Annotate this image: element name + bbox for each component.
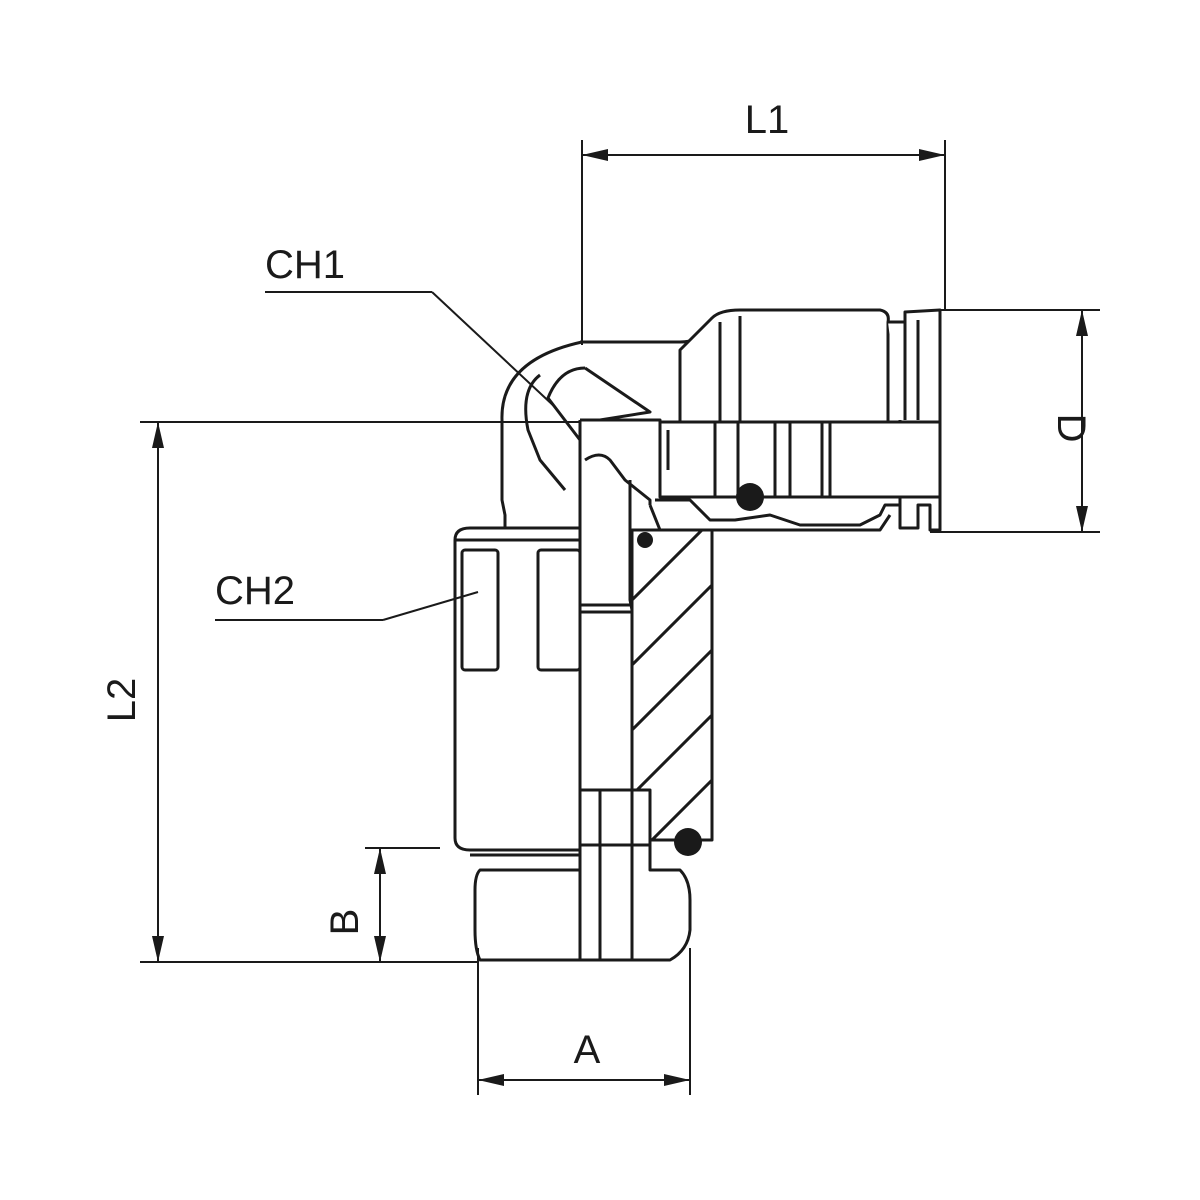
dimension-l2: L2 bbox=[100, 421, 580, 963]
hex-flat-2 bbox=[536, 548, 582, 672]
fitting-body bbox=[453, 308, 942, 962]
collet-body bbox=[678, 308, 890, 424]
bore bbox=[580, 418, 662, 425]
male-thread bbox=[473, 868, 582, 962]
label-ch1: CH1 bbox=[265, 243, 345, 287]
elbow-inner-curve bbox=[546, 366, 586, 442]
dimension-b: B bbox=[323, 847, 440, 962]
label-ch2: CH2 bbox=[215, 569, 295, 613]
leader-ch2: CH2 bbox=[215, 569, 479, 621]
label-l2: L2 bbox=[100, 678, 144, 723]
hex-flat-1 bbox=[460, 548, 500, 672]
label-l1: L1 bbox=[745, 98, 790, 142]
tube-section bbox=[658, 420, 942, 499]
o-ring-horizontal bbox=[736, 483, 764, 511]
elbow-outer bbox=[500, 340, 583, 528]
label-d: D bbox=[1049, 414, 1093, 443]
dimension-l1: L1 bbox=[581, 98, 946, 345]
o-ring-vertical bbox=[674, 828, 702, 856]
dimension-d: D bbox=[930, 309, 1100, 533]
stem-outline bbox=[630, 528, 714, 842]
label-a: A bbox=[574, 1028, 601, 1072]
dimension-a: A bbox=[477, 948, 691, 1095]
leader-ch1: CH1 bbox=[265, 243, 557, 409]
elbow-inner-band bbox=[524, 373, 567, 491]
label-b: B bbox=[323, 909, 367, 936]
elbow-fin bbox=[584, 366, 652, 422]
